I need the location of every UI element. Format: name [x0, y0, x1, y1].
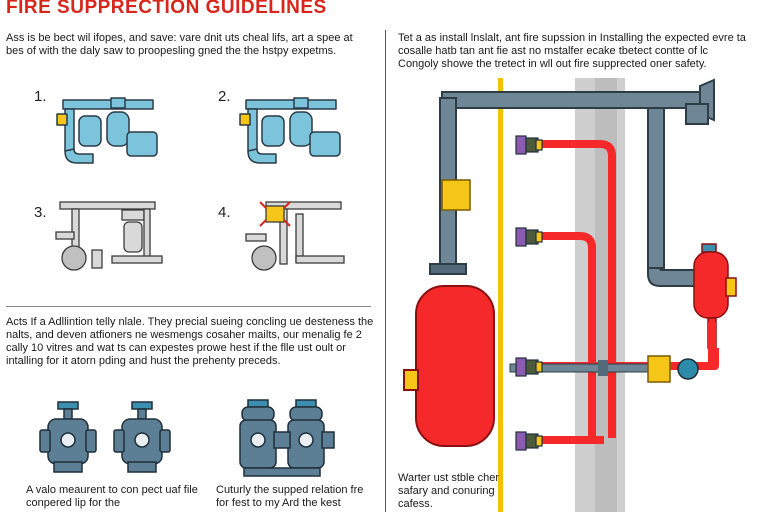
vertical-divider — [385, 30, 386, 512]
caption-left: A valo meaurent to con pect uaf file con… — [26, 484, 198, 509]
step-number-3: 3. — [34, 204, 47, 221]
sprinkler-head-2 — [515, 227, 543, 247]
step-number-2: 2. — [218, 88, 231, 105]
sprinkler-head-1 — [515, 135, 543, 155]
step-number-1: 1. — [34, 88, 47, 105]
pipe-valve — [441, 179, 471, 211]
caption-right: Warter ust stble cher safary and conurin… — [398, 472, 500, 510]
left-intro-text: Ass is be bect wil ifopes, and save: var… — [6, 32, 353, 57]
sprinkler-head-3 — [515, 357, 543, 377]
step-4-grey-assembly-illustration — [245, 201, 345, 271]
middle-text: Acts If a Adllintion telly nlale. They p… — [6, 316, 374, 367]
red-tank — [415, 285, 495, 447]
red-pipe-upper — [540, 140, 616, 438]
red-pipe-mid — [540, 232, 596, 444]
small-red-tank — [693, 251, 729, 319]
step-number-4: 4. — [218, 204, 231, 221]
pump — [677, 358, 699, 380]
yellow-guide-line — [498, 78, 503, 512]
caption-middle: Cuturly the supped relation fre for fest… — [216, 484, 364, 509]
step-1-valve-illustration — [56, 97, 158, 164]
step-3-grey-assembly-illustration — [55, 201, 163, 271]
fire-suppression-system-diagram — [403, 78, 737, 512]
hydrant-valves-left — [39, 401, 171, 473]
horizontal-divider — [6, 306, 371, 307]
sprinkler-head-4 — [515, 431, 543, 451]
lower-valve — [647, 355, 671, 383]
step-2-valve-illustration — [239, 97, 341, 164]
page-title: FIRE SUPPRECTION GUIDELINES — [6, 0, 327, 18]
main-pipe-top — [441, 91, 705, 109]
right-intro-text: Tet a as install lnslalt, ant fire supss… — [398, 32, 746, 70]
hydrant-valves-right — [239, 399, 335, 477]
